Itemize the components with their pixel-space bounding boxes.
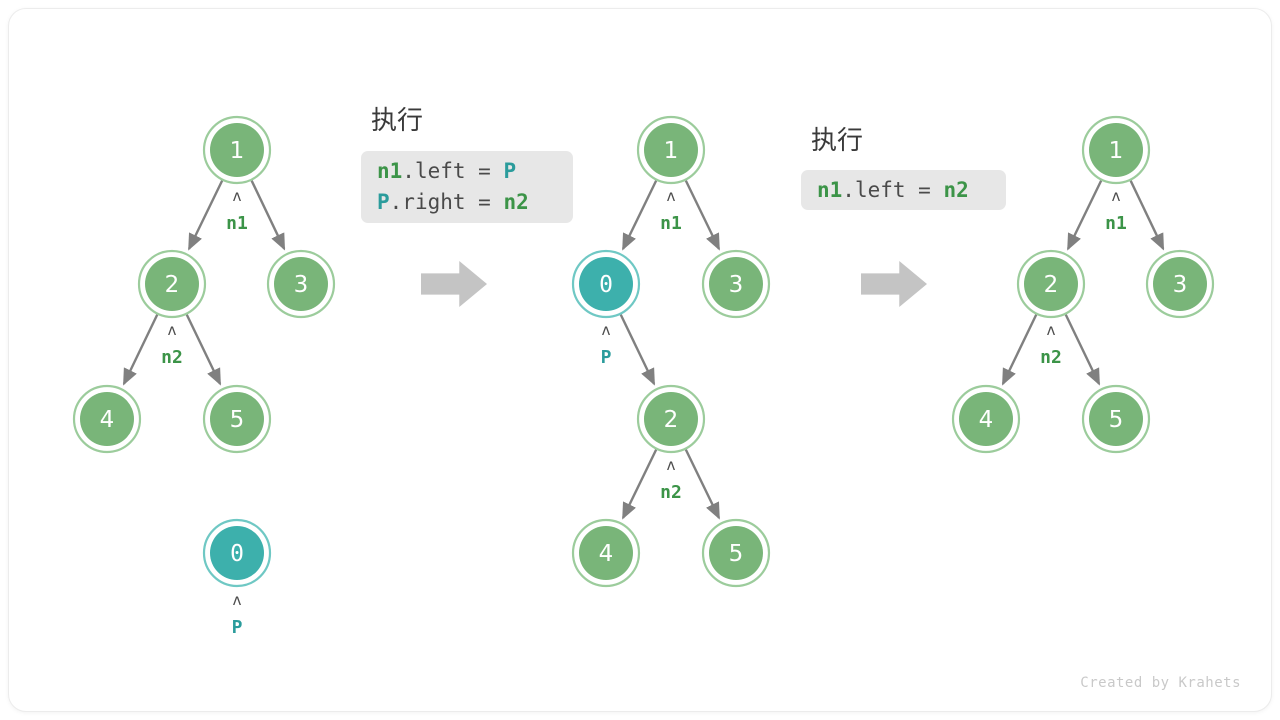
pointer-label-group: ʌ n2 bbox=[1040, 321, 1062, 368]
pointer-label-text: P bbox=[601, 347, 612, 368]
tree-node[interactable]: 4 bbox=[72, 384, 142, 454]
code-token: n2 bbox=[503, 190, 529, 214]
pointer-label-group: ʌ n1 bbox=[660, 187, 682, 234]
caret-icon: ʌ bbox=[666, 456, 675, 474]
tree-node[interactable]: 1 bbox=[1081, 115, 1151, 185]
code-token: .right = bbox=[389, 190, 504, 214]
credit-text: Created by Krahets bbox=[1080, 675, 1241, 691]
code-token: .left = bbox=[402, 159, 504, 183]
pointer-label-text: n2 bbox=[660, 482, 682, 503]
tree-edge bbox=[185, 314, 222, 386]
code-token: P bbox=[377, 190, 390, 214]
tree-node[interactable]: 2 bbox=[1016, 249, 1086, 319]
code-token: .left = bbox=[842, 178, 944, 202]
pointer-label-group: ʌ n2 bbox=[660, 456, 682, 503]
tree-node[interactable]: 3 bbox=[701, 249, 771, 319]
code-line: P.right = n2 bbox=[377, 187, 573, 218]
code-token: n1 bbox=[817, 178, 843, 202]
pointer-label-text: n1 bbox=[1105, 213, 1127, 234]
tree-node-value: 4 bbox=[100, 407, 115, 433]
pointer-label-text: n2 bbox=[1040, 347, 1062, 368]
tree-edge bbox=[684, 180, 721, 251]
tree-node-value: 3 bbox=[294, 272, 309, 298]
tree-node[interactable]: 5 bbox=[701, 518, 771, 588]
tree-node[interactable]: 3 bbox=[266, 249, 336, 319]
tree-edge bbox=[1066, 180, 1103, 251]
tree-node[interactable]: 2 bbox=[636, 384, 706, 454]
caret-icon: ʌ bbox=[232, 591, 241, 609]
tree-node-value: 3 bbox=[729, 272, 744, 298]
tree-node-value: 3 bbox=[1173, 272, 1188, 298]
code-line: n1.left = n2 bbox=[817, 175, 1006, 206]
tree-node-value: 0 bbox=[599, 272, 613, 298]
step-arrow-icon bbox=[861, 261, 927, 307]
step-arrows-layer bbox=[421, 261, 927, 307]
tree-node-value: 2 bbox=[664, 407, 679, 433]
tree-edge bbox=[684, 449, 721, 520]
code-token: n2 bbox=[943, 178, 969, 202]
tree-node[interactable]: 1 bbox=[202, 115, 272, 185]
pointer-label-group: ʌ n1 bbox=[1105, 187, 1127, 234]
tree-node-value: 4 bbox=[599, 541, 614, 567]
caret-icon: ʌ bbox=[1111, 187, 1120, 205]
tree-node-value: 1 bbox=[230, 138, 245, 164]
tree-node[interactable]: 0 bbox=[571, 249, 641, 319]
tree-node-value: 2 bbox=[1044, 272, 1059, 298]
tree-node-value: 2 bbox=[165, 272, 180, 298]
pointer-label-text: n1 bbox=[226, 213, 248, 234]
tree-edge bbox=[1064, 314, 1101, 386]
tree-edge bbox=[1001, 314, 1038, 386]
tree-node[interactable]: 4 bbox=[951, 384, 1021, 454]
tree-edge bbox=[122, 314, 159, 386]
tree-edge bbox=[621, 180, 658, 251]
pointer-label-text: P bbox=[232, 617, 243, 638]
tree-node[interactable]: 5 bbox=[1081, 384, 1151, 454]
code-token: P bbox=[503, 159, 517, 183]
edges-layer bbox=[122, 180, 1165, 520]
pointer-label-group: ʌ n2 bbox=[161, 321, 183, 368]
tree-node[interactable]: 3 bbox=[1145, 249, 1215, 319]
tree-node-value: 4 bbox=[979, 407, 994, 433]
tree-edge bbox=[187, 180, 224, 251]
caret-icon: ʌ bbox=[232, 187, 241, 205]
caret-icon: ʌ bbox=[666, 187, 675, 205]
pointer-label-group: ʌP bbox=[232, 591, 243, 638]
tree-node-value: 5 bbox=[230, 407, 245, 433]
pointer-label-group: ʌ n1 bbox=[226, 187, 248, 234]
exec-label: 执行 bbox=[811, 126, 864, 156]
tree-node-value: 1 bbox=[664, 138, 679, 164]
pointer-label-text: n2 bbox=[161, 347, 183, 368]
tree-node[interactable]: 4 bbox=[571, 518, 641, 588]
tree-node[interactable]: 2 bbox=[137, 249, 207, 319]
tree-edge bbox=[621, 449, 658, 520]
pointer-label-text: n1 bbox=[660, 213, 682, 234]
caret-icon: ʌ bbox=[601, 321, 610, 339]
tree-edge bbox=[250, 180, 286, 251]
exec-label: 执行 bbox=[371, 106, 424, 136]
tree-node-value: 5 bbox=[729, 541, 744, 567]
step-arrow-icon bbox=[421, 261, 487, 307]
tree-node-value: 5 bbox=[1109, 407, 1124, 433]
tree-edge bbox=[1129, 180, 1165, 251]
tree-edge bbox=[619, 314, 656, 386]
tree-node[interactable]: 5 bbox=[202, 384, 272, 454]
tree-node-value: 1 bbox=[1109, 138, 1124, 164]
nodes-layer: 1 2 3 4 5 0 1 0 3 2 4 5 1 2 3 4 5 bbox=[72, 115, 1215, 588]
pointer-label-group: ʌP bbox=[601, 321, 612, 368]
code-snippet-box: n1.left = n2 bbox=[801, 170, 1006, 210]
tree-node[interactable]: 1 bbox=[636, 115, 706, 185]
code-token: n1 bbox=[377, 159, 403, 183]
caret-icon: ʌ bbox=[1046, 321, 1055, 339]
code-line: n1.left = P bbox=[377, 156, 573, 187]
tree-node[interactable]: 0 bbox=[202, 518, 272, 588]
tree-node-value: 0 bbox=[230, 541, 244, 567]
caret-icon: ʌ bbox=[167, 321, 176, 339]
